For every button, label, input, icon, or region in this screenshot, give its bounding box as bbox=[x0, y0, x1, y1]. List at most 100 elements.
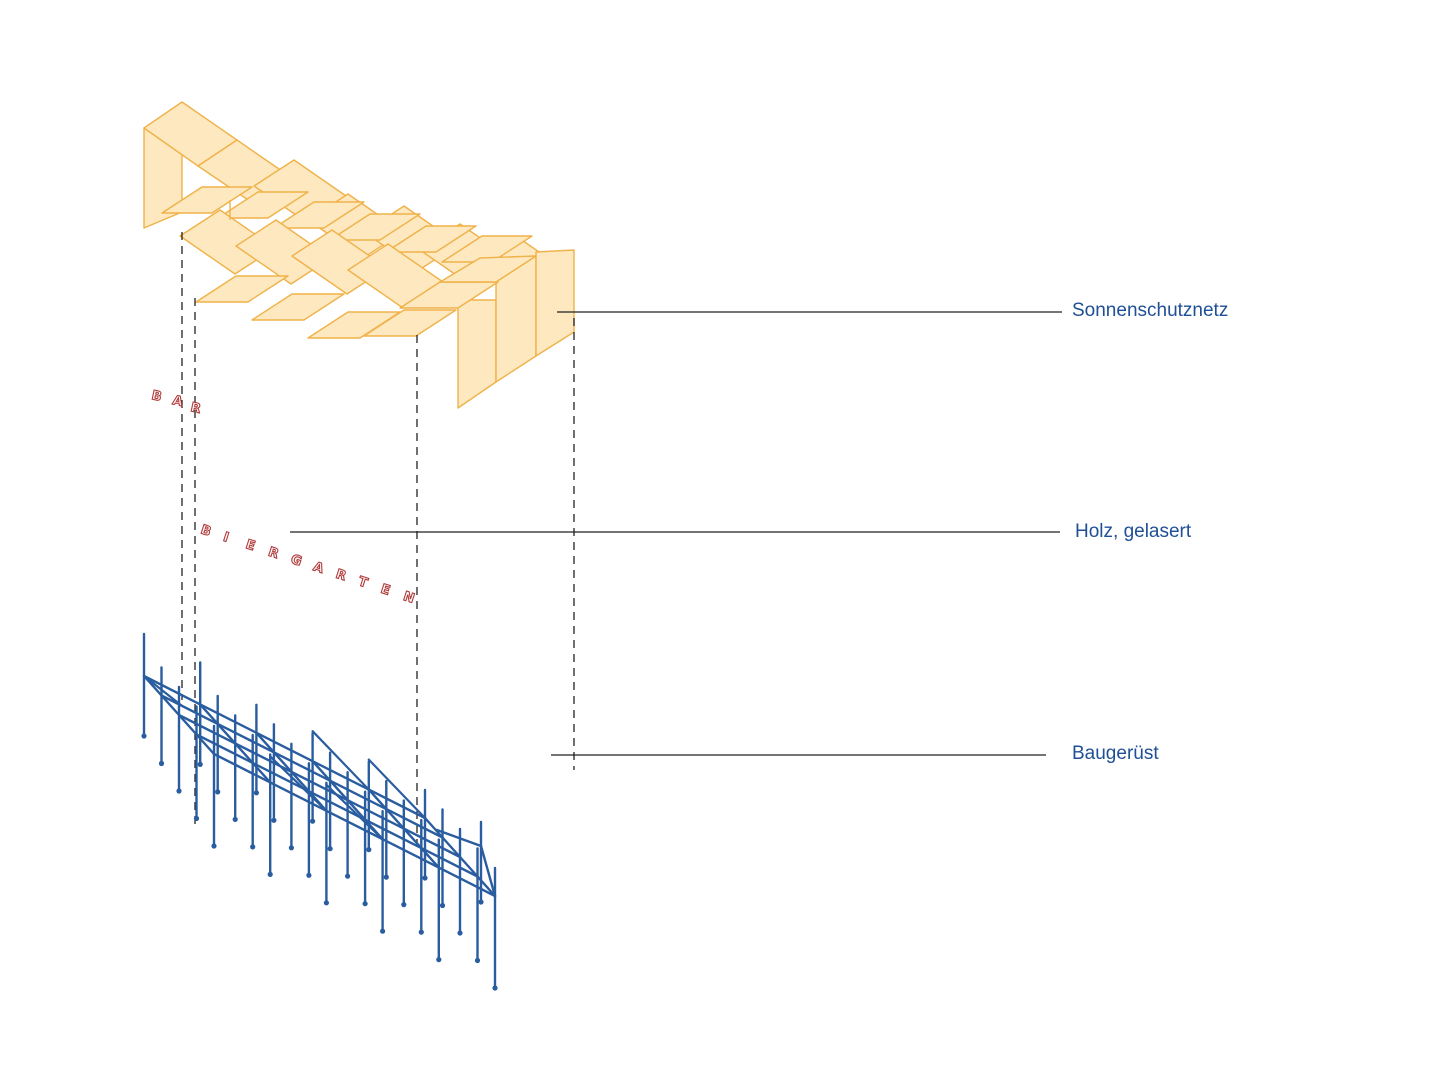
scaffold-ledger bbox=[385, 807, 444, 839]
scaffold-ledger bbox=[402, 827, 462, 859]
scaffold-foot bbox=[401, 902, 407, 908]
scaffold-foot bbox=[383, 874, 389, 880]
scaffold-transom bbox=[385, 807, 405, 830]
scaffold-ledger bbox=[272, 751, 332, 782]
scaffold-brace bbox=[367, 758, 427, 820]
scaffold-foot bbox=[380, 928, 386, 934]
scaffold-ledger bbox=[195, 733, 254, 765]
scaffold-ledger bbox=[367, 788, 427, 820]
label-shade-net: Sonnenschutznetz bbox=[1072, 300, 1228, 321]
scaffold-foot bbox=[250, 844, 256, 850]
scaffold-ledger bbox=[198, 703, 258, 734]
scaffold-transom bbox=[441, 836, 462, 859]
scaffold-foot bbox=[310, 818, 316, 824]
scaffold-ledger bbox=[216, 722, 276, 754]
shade-net-canopy bbox=[143, 101, 575, 409]
scaffold-foot bbox=[215, 789, 221, 795]
scaffold-foot bbox=[271, 817, 277, 823]
scaffold-foot bbox=[492, 985, 498, 991]
scaffold-foot bbox=[288, 845, 294, 851]
scaffold-foot bbox=[366, 847, 372, 853]
scaffold-transom bbox=[272, 751, 293, 773]
scaffold-ledger bbox=[363, 818, 423, 850]
sign-letter: I bbox=[221, 530, 230, 546]
shade-panel bbox=[329, 213, 421, 241]
scaffold-ledger bbox=[435, 828, 483, 848]
shade-panel bbox=[439, 255, 537, 283]
scaffold-ledger bbox=[255, 731, 314, 763]
scaffold-ledger bbox=[437, 866, 497, 898]
scaffold-foot bbox=[267, 871, 273, 878]
shade-panel bbox=[251, 293, 345, 321]
scaffold-transom bbox=[311, 760, 332, 782]
scaffold-transom bbox=[458, 855, 479, 878]
scaffold-transom bbox=[195, 733, 216, 756]
scaffold-transom bbox=[216, 722, 237, 745]
scaffold-foot bbox=[436, 957, 442, 963]
scaffold-foot bbox=[253, 790, 259, 796]
shade-panel bbox=[217, 191, 309, 219]
scaffold-transom bbox=[160, 694, 181, 717]
scaffold-transom bbox=[255, 731, 276, 754]
scaffold-foot bbox=[327, 846, 333, 852]
sign-letter: R bbox=[189, 400, 202, 417]
scaffold-ledger bbox=[381, 838, 440, 869]
scaffold-brace bbox=[311, 730, 370, 791]
scaffold-brace bbox=[269, 755, 328, 812]
scaffold-transom bbox=[420, 846, 440, 869]
shade-panel bbox=[363, 309, 457, 337]
sign-letter: E bbox=[244, 537, 257, 554]
scaffold-transom bbox=[198, 703, 219, 726]
scaffold-ledger bbox=[420, 846, 479, 878]
scaffold-foot bbox=[362, 901, 368, 907]
scaffold-transom bbox=[346, 799, 367, 821]
sign-letter: A bbox=[171, 393, 184, 410]
scaffold-transom bbox=[423, 816, 444, 839]
scaffold-ledger bbox=[346, 799, 405, 830]
scaffold-foot bbox=[478, 899, 484, 905]
scaffold-foot bbox=[211, 843, 217, 849]
scaffold-transom bbox=[402, 827, 423, 850]
sign-letter: G bbox=[289, 552, 304, 570]
scaffold-ledger bbox=[212, 752, 272, 784]
sign-letter: N bbox=[401, 589, 416, 607]
leader-lines bbox=[290, 311, 1062, 756]
scaffold-ledger bbox=[269, 781, 328, 812]
scaffold-ledger bbox=[160, 694, 219, 726]
scaffold-transom bbox=[479, 844, 497, 898]
scaffold-foot bbox=[306, 872, 312, 878]
shade-panel bbox=[195, 275, 289, 303]
shade-panel bbox=[273, 201, 365, 229]
sign-letter: R bbox=[266, 545, 280, 562]
label-wood-lasered: Holz, gelasert bbox=[1075, 521, 1192, 542]
scaffold-foot bbox=[345, 873, 351, 879]
scaffold-transom bbox=[290, 770, 311, 793]
scaffold-foot bbox=[439, 902, 446, 909]
scaffold-ledger bbox=[307, 790, 367, 821]
sign-letter: B bbox=[199, 523, 213, 540]
scaffold-ledger bbox=[328, 779, 388, 811]
scaffold-foot bbox=[323, 900, 329, 906]
shade-panel bbox=[385, 225, 477, 253]
scaffold-brace bbox=[325, 783, 384, 841]
shade-panel bbox=[399, 281, 499, 309]
scaffold-transom bbox=[328, 779, 349, 802]
scaffold-ledger bbox=[311, 760, 370, 791]
scaffold-foot bbox=[457, 930, 463, 936]
scaffold-foot bbox=[474, 957, 481, 964]
scaffold-brace bbox=[142, 674, 183, 707]
label-scaffold: Baugerüst bbox=[1072, 743, 1159, 764]
sign-letter: A bbox=[311, 560, 325, 577]
scaffold-transom bbox=[367, 788, 388, 811]
sign-letter: R bbox=[334, 567, 348, 584]
scaffold-foot bbox=[422, 875, 428, 881]
scaffold-foot bbox=[232, 816, 238, 823]
sign-letter: E bbox=[379, 582, 392, 599]
scaffold-ledger bbox=[251, 761, 311, 793]
scaffold-ledger bbox=[325, 809, 384, 841]
scaffold-foot bbox=[176, 788, 182, 794]
scaffold-transom bbox=[233, 742, 254, 765]
shade-panel bbox=[161, 186, 253, 214]
